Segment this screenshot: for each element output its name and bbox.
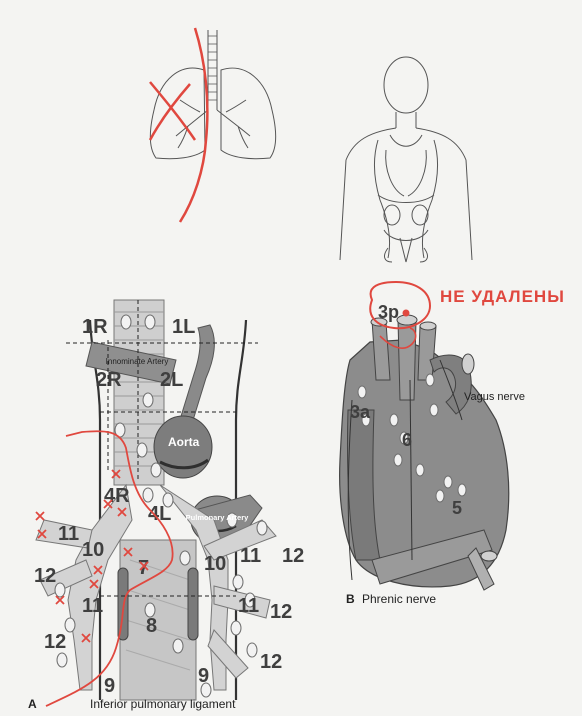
station-12-left-bottom: 12 (260, 651, 282, 673)
innominate-artery-label: Innominate Artery (106, 357, 169, 366)
station-10-right: 10 (82, 539, 104, 561)
station-8: 8 (146, 615, 157, 637)
station-3a: 3a (350, 402, 371, 422)
vagus-nerve-label: Vagus nerve (464, 391, 525, 403)
station-7: 7 (138, 557, 149, 579)
station-6: 6 (402, 430, 412, 450)
station-12-right-top: 12 (34, 565, 56, 587)
station-11-left-bottom: 11 (238, 595, 259, 617)
phrenic-nerve-label: Phrenic nerve (362, 592, 436, 606)
station-9-left: 9 (198, 665, 209, 687)
torso-sketch (340, 57, 472, 262)
station-11-right-top: 11 (58, 523, 79, 545)
lung-red-strike (150, 28, 207, 222)
station-2l: 2L (160, 369, 183, 391)
panel-b: 3p 3a 6 5 Vagus nerve B Phrenic nerve НЕ… (340, 282, 565, 606)
station-11-right-bottom: 11 (82, 595, 103, 617)
station-11-left-top: 11 (240, 545, 261, 567)
handwritten-note: НЕ УДАЛЕНЫ (440, 287, 565, 306)
pulmonary-artery-label: Pulmonary Artery (186, 513, 249, 522)
station-9-right: 9 (104, 675, 115, 697)
station-12-left-top: 12 (282, 545, 304, 567)
station-12-right-bottom: 12 (44, 631, 66, 653)
lungs-sketch (150, 30, 275, 159)
station-12-left-mid: 12 (270, 601, 292, 623)
innominate-artery-text: Innominate Artery (106, 357, 169, 366)
station-1r: 1R (82, 316, 108, 338)
inferior-pulmonary-ligament-caption: Inferior pulmonary ligament (90, 697, 236, 711)
aorta-label: Aorta (168, 435, 200, 449)
pulmonary-artery-text: Pulmonary Artery (186, 513, 249, 522)
station-5: 5 (452, 498, 462, 518)
station-2r: 2R (96, 369, 122, 391)
panel-b-letter: B (346, 592, 355, 606)
panel-a-letter: A (28, 697, 37, 711)
vagus-nerve-text: Vagus nerve (464, 391, 525, 403)
panel-a: 1R 1L 2R 2L 4R 4L 7 8 9 9 10 10 11 11 11… (28, 300, 304, 711)
station-1l: 1L (172, 316, 195, 338)
station-10-left: 10 (204, 553, 226, 575)
station-3p: 3p (378, 302, 399, 322)
